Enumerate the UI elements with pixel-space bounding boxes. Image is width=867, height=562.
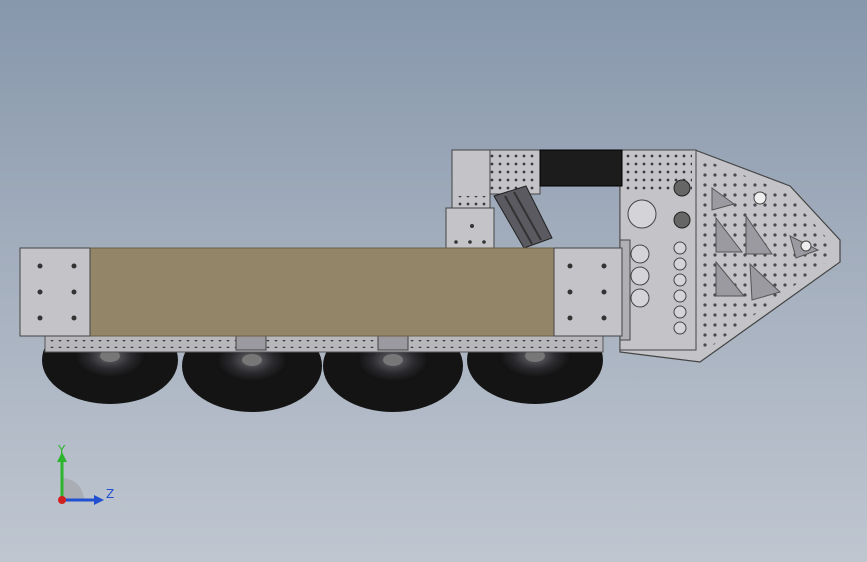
lower-rail [44, 333, 604, 353]
coordinate-triad: Y Z [57, 443, 114, 505]
y-axis-arrow-icon [57, 452, 67, 462]
z-axis-arrow-icon [94, 495, 104, 505]
x-axis-origin-icon [58, 496, 66, 504]
rear-end-plate [19, 247, 91, 337]
main-side-panel [89, 247, 555, 337]
z-axis-label: Z [106, 487, 114, 501]
upper-bracket [451, 149, 697, 351]
y-axis-label: Y [57, 443, 66, 457]
hole-column [630, 241, 687, 335]
triad-plane-icon [62, 478, 84, 500]
top-bar [539, 149, 623, 187]
front-end-plate [553, 247, 623, 337]
mount-plate [445, 207, 495, 249]
angled-strut [493, 185, 553, 249]
